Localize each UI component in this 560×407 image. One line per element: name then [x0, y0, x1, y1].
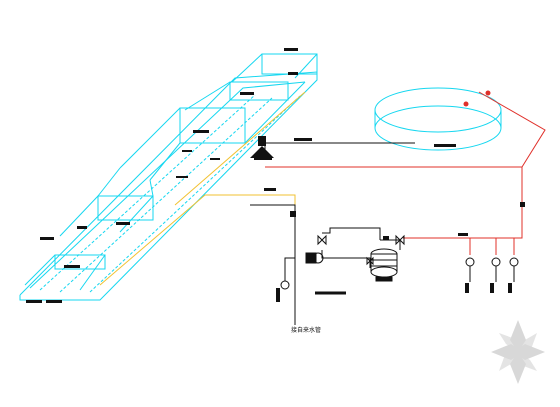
return-pipes-black	[250, 140, 415, 325]
watermark-logo-icon	[491, 320, 545, 384]
annotation-tags	[26, 48, 525, 303]
cascade-pool-structure	[19, 53, 318, 301]
gauge-icon	[280, 257, 519, 290]
fountain-nozzle-icon	[250, 136, 274, 160]
supply-pipe-red	[265, 91, 546, 255]
oval-pool	[374, 87, 502, 151]
sand-filter-icon	[370, 248, 398, 282]
branch-drops	[469, 266, 515, 282]
valve-icon	[317, 234, 405, 266]
outlet-label: 接自来水管	[291, 326, 321, 334]
overflow-pipe-yellow	[99, 91, 306, 286]
skimmer-icon	[463, 90, 491, 107]
pump-icon	[305, 252, 335, 264]
